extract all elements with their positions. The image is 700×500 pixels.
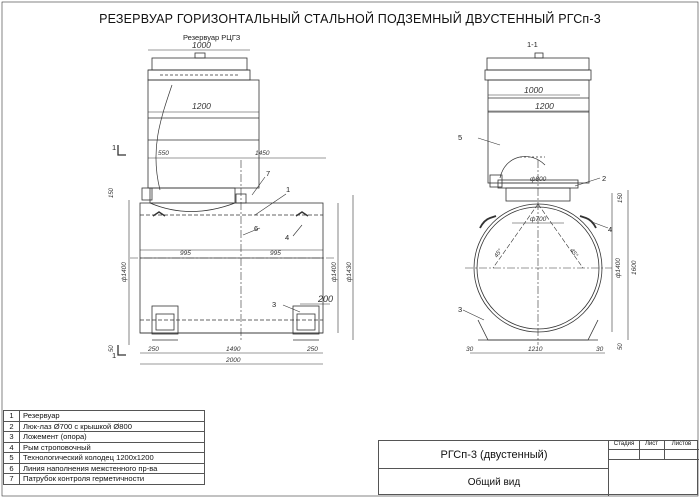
side-tank-body (139, 202, 324, 334)
section-callout-5: 5 (458, 133, 462, 142)
section-callout-2: 2 (602, 174, 606, 183)
col-sheets: Листов (664, 441, 699, 450)
legend-text: Ложемент (опора) (19, 431, 205, 443)
drawing-title: РЕЗЕРВУАР ГОРИЗОНТАЛЬНЫЙ СТАЛЬНОЙ ПОДЗЕМ… (99, 12, 601, 26)
side-dim-200: 200 (317, 294, 333, 304)
section-dim-50: 50 (618, 343, 624, 350)
legend-number: 6 (3, 462, 20, 474)
legend-text: Линия наполнения межстенного пр-ва (19, 462, 205, 474)
legend-text: Рым строповочный (19, 441, 205, 453)
side-cover-handle (194, 52, 206, 59)
legend-number: 7 (3, 473, 20, 485)
section-angle-right: 45° (568, 248, 578, 259)
section-dim-30b: 30 (596, 346, 604, 353)
section-dim-1000: 1000 (524, 85, 543, 95)
well-caption: Резервуар РЦГЗ (183, 33, 241, 42)
side-dim-995a: 995 (180, 250, 191, 257)
section-dim-800: ф800 (530, 176, 547, 183)
section-mark-top: 1 (112, 143, 116, 152)
title-block-main: РГСп-3 (двустенный) Общий вид (379, 441, 609, 496)
side-callout-1: 1 (286, 185, 290, 194)
side-well-shaft (147, 79, 260, 189)
col-sheet: Лист (639, 441, 664, 450)
side-cover (151, 57, 248, 71)
section-view (462, 52, 629, 354)
section-dim-1200: 1200 (535, 101, 554, 111)
side-callout-3: 3 (272, 300, 276, 309)
side-dim-250b: 250 (306, 346, 318, 353)
side-dim-1400-right: ф1400 (331, 262, 338, 282)
side-saddle-left (151, 305, 179, 335)
side-dim-1430: ф1430 (346, 262, 353, 282)
section-dim-1210: 1210 (528, 346, 543, 353)
legend-number: 5 (3, 452, 20, 464)
side-dim-2000: 2000 (225, 357, 241, 364)
side-dim-550: 550 (158, 150, 169, 157)
legend-number: 4 (3, 441, 20, 453)
side-dim-1000: 1000 (192, 40, 211, 50)
section-dim-150: 150 (618, 192, 624, 203)
side-dim-1490: 1490 (226, 346, 241, 353)
legend-number: 2 (3, 420, 20, 432)
section-dim-1400: ф1400 (615, 258, 622, 278)
side-saddle-right (292, 305, 320, 335)
side-dim-1450: 1450 (255, 150, 270, 157)
legend-text: Технологический колодец 1200х1200 (19, 452, 205, 464)
section-callout-3: 3 (458, 305, 462, 314)
legend-number: 3 (3, 431, 20, 443)
side-dim-1200: 1200 (192, 101, 211, 111)
title-block: РГСп-3 (двустенный) Общий вид Стадия Лис… (378, 440, 699, 496)
section-dim-1600: 1600 (631, 260, 638, 275)
legend-text: Люк-лаз Ø700 с крышкой Ø800 (19, 420, 205, 432)
section-mark-bottom: 1 (112, 351, 116, 360)
section-well-shaft (487, 79, 590, 184)
legend-number: 1 (3, 410, 20, 422)
side-dim-250a: 250 (147, 346, 159, 353)
legend-text: Резервуар (19, 410, 205, 422)
side-callout-6: 6 (254, 224, 258, 233)
side-callout-7: 7 (266, 169, 270, 178)
side-view (117, 49, 354, 365)
col-stage: Стадия (609, 441, 639, 450)
section-dim-700: ф700 (530, 216, 547, 223)
legend-text: Патрубок контроля герметичности (19, 473, 205, 485)
side-dim-50: 50 (109, 345, 115, 352)
sheet-title: Общий вид (467, 477, 521, 488)
section-dim-30a: 30 (466, 346, 474, 353)
section-label: 1-1 (527, 40, 538, 49)
side-callout-4: 4 (285, 233, 289, 242)
product-name: РГСп-3 (двустенный) (379, 441, 609, 469)
section-callout-4: 4 (608, 225, 612, 234)
section-angle-left: 45° (494, 248, 504, 259)
side-dim-995b: 995 (270, 250, 281, 257)
side-dim-150: 150 (109, 187, 115, 198)
side-dim-1400: ф1400 (121, 262, 128, 282)
section-cover (486, 57, 590, 71)
